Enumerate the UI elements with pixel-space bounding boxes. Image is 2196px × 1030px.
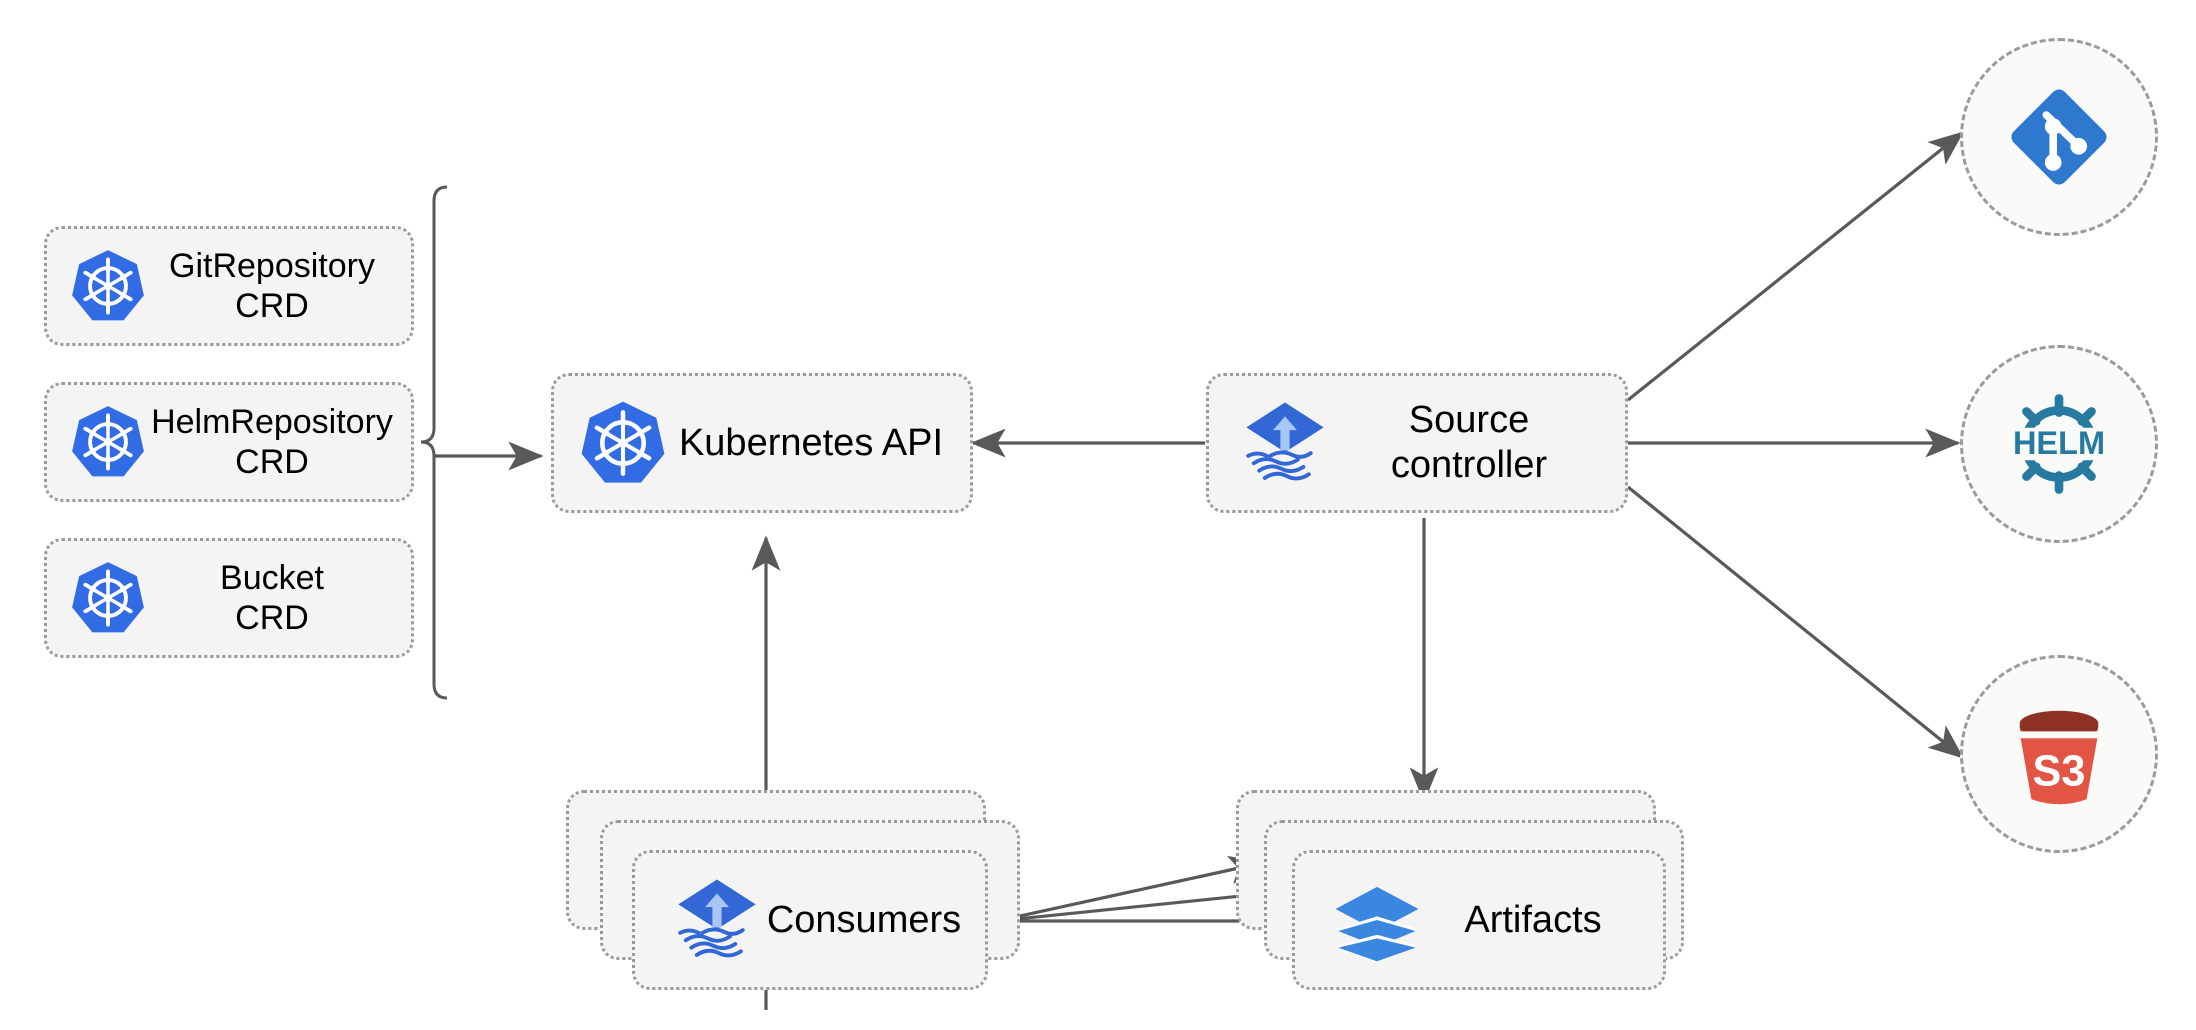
consumers-label: Consumers bbox=[766, 898, 962, 941]
kubernetes-api-label: Kubernetes API bbox=[678, 421, 944, 464]
edge-source-to-s3 bbox=[1626, 485, 1964, 759]
kubernetes-icon bbox=[69, 559, 147, 637]
git-endpoint-node[interactable] bbox=[1960, 38, 2158, 236]
kubernetes-icon bbox=[578, 398, 668, 488]
helm-label: HELM bbox=[2013, 425, 2105, 461]
s3-label: S3 bbox=[2033, 747, 2086, 795]
kubernetes-api-node[interactable]: Kubernetes API bbox=[551, 373, 973, 513]
crd-group-brace bbox=[420, 185, 448, 700]
helm-icon: HELM bbox=[1994, 379, 2124, 509]
consumers-node[interactable]: Consumers bbox=[632, 850, 988, 990]
kubernetes-icon bbox=[69, 403, 147, 481]
layers-icon bbox=[1331, 874, 1423, 966]
flux-icon bbox=[671, 874, 763, 966]
edge-source-to-git bbox=[1627, 131, 1964, 402]
artifacts-label: Artifacts bbox=[1464, 898, 1602, 941]
s3-icon: S3 bbox=[2000, 695, 2118, 813]
git-icon bbox=[2001, 79, 2117, 195]
edge-consumers-to-artifacts-1 bbox=[996, 855, 1265, 923]
flux-icon bbox=[1239, 397, 1331, 489]
helm-endpoint-node[interactable]: HELM bbox=[1960, 345, 2158, 543]
s3-endpoint-node[interactable]: S3 bbox=[1960, 655, 2158, 853]
kubernetes-icon bbox=[69, 247, 147, 325]
artifacts-node[interactable]: Artifacts bbox=[1292, 850, 1666, 990]
